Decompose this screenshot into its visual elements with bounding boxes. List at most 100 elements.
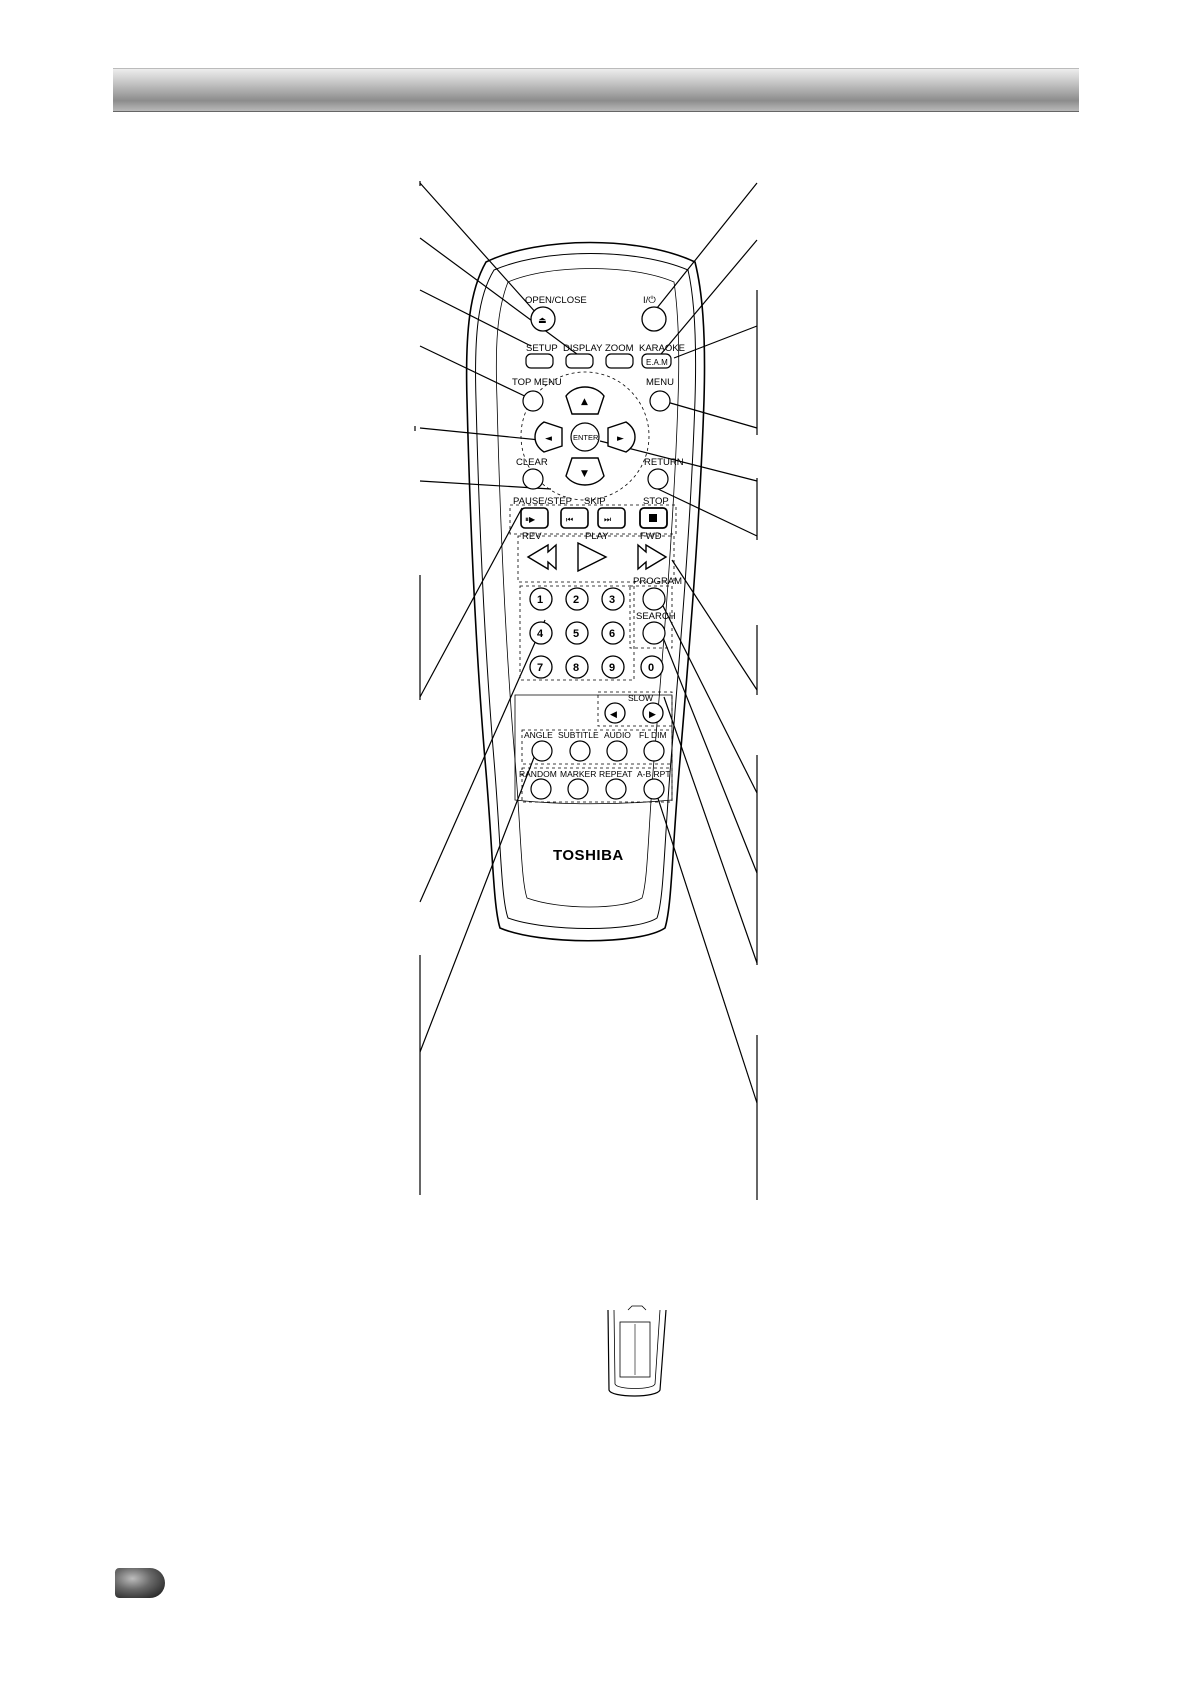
ab-rpt-button[interactable] — [643, 778, 665, 800]
fwd-label: FWD — [640, 531, 662, 542]
right-arrow-button[interactable] — [607, 421, 636, 453]
ab-rpt-label: A-B RPT — [637, 769, 671, 779]
repeat-label: REPEAT — [599, 769, 632, 779]
number-pad: 1 2 3 4 5 6 7 8 9 0 — [529, 587, 664, 679]
menu-button[interactable] — [649, 390, 671, 412]
section-header-bar — [113, 68, 1079, 112]
pause-step-label: PAUSE/STEP — [513, 496, 572, 507]
digit-1-label: 1 — [537, 594, 543, 606]
zoom-button[interactable] — [605, 353, 634, 369]
right-arrow-icon: ► — [617, 434, 624, 444]
brand-logo: TOSHIBA — [553, 847, 624, 864]
pause-step-icon: ⏸▶ — [525, 515, 536, 524]
program-button[interactable] — [642, 587, 666, 611]
marker-button[interactable] — [567, 778, 589, 800]
eam-label: E.A.M — [646, 358, 668, 367]
subtitle-label: SUBTITLE — [558, 730, 599, 740]
slow-forward-button[interactable] — [642, 702, 664, 724]
clear-label: CLEAR — [516, 457, 548, 468]
fl-dim-button[interactable] — [643, 740, 665, 762]
skip-forward-icon: ⏭ — [604, 515, 611, 524]
digit-6-label: 6 — [609, 628, 615, 640]
skip-label: SKIP — [584, 496, 606, 507]
remote-body-inner — [475, 253, 697, 929]
audio-label: AUDIO — [604, 730, 631, 740]
search-button[interactable] — [642, 621, 666, 645]
top-menu-button[interactable] — [522, 390, 544, 412]
marker-label: MARKER — [560, 769, 596, 779]
digit-5-button[interactable] — [565, 621, 589, 645]
remote-face-panel — [495, 268, 680, 908]
pause-step-button[interactable] — [520, 507, 549, 529]
audio-button[interactable] — [606, 740, 628, 762]
menu-label: MENU — [646, 377, 674, 388]
skip-forward-button[interactable] — [597, 507, 626, 529]
program-label: PROGRAM — [633, 576, 682, 587]
down-arrow-icon: ▼ — [581, 469, 588, 479]
enter-button[interactable] — [570, 422, 600, 452]
remote-body-outer — [465, 241, 706, 942]
digit-3-label: 3 — [609, 594, 615, 606]
setup-button[interactable] — [525, 353, 554, 369]
skip-back-button[interactable] — [560, 507, 589, 529]
random-label: RANDOM — [519, 769, 557, 779]
down-arrow-button[interactable] — [565, 457, 605, 486]
rev-button[interactable] — [526, 543, 557, 571]
setup-label: SETUP — [526, 343, 558, 354]
slow-forward-icon: ▶ — [649, 710, 656, 720]
digit-9-button[interactable] — [601, 655, 625, 679]
digit-7-label: 7 — [537, 662, 543, 674]
skip-back-icon: ⏮ — [566, 515, 573, 524]
battery-compartment-illustration — [607, 1305, 667, 1397]
fwd-button[interactable] — [637, 543, 668, 571]
digit-2-button[interactable] — [565, 587, 589, 611]
play-label: PLAY — [585, 531, 609, 542]
random-button[interactable] — [530, 778, 552, 800]
up-arrow-button[interactable] — [565, 386, 605, 415]
play-button[interactable] — [577, 541, 608, 573]
power-button[interactable] — [641, 306, 667, 332]
digit-4-label: 4 — [537, 628, 544, 640]
rev-label: REV — [522, 531, 542, 542]
eam-button[interactable] — [641, 353, 672, 369]
digit-8-button[interactable] — [565, 655, 589, 679]
digit-0-label: 0 — [648, 662, 654, 674]
digit-6-button[interactable] — [601, 621, 625, 645]
angle-button[interactable] — [531, 740, 553, 762]
return-label: RETURN — [644, 457, 684, 468]
zoom-label: ZOOM — [605, 343, 634, 354]
karaoke-label: KARAOKE — [639, 343, 685, 354]
digit-0-button[interactable] — [640, 655, 664, 679]
open-close-button[interactable] — [530, 306, 556, 332]
digit-9-label: 9 — [609, 662, 615, 674]
left-arrow-button[interactable] — [534, 421, 563, 453]
stop-label: STOP — [643, 496, 669, 507]
digit-7-button[interactable] — [529, 655, 553, 679]
digit-5-label: 5 — [573, 628, 579, 640]
digit-8-label: 8 — [573, 662, 579, 674]
digit-4-button[interactable] — [529, 621, 553, 645]
angle-label: ANGLE — [524, 730, 553, 740]
digit-2-label: 2 — [573, 594, 579, 606]
return-button[interactable] — [647, 468, 669, 490]
fl-dim-label: FL DIM — [639, 730, 667, 740]
subtitle-button[interactable] — [569, 740, 591, 762]
open-close-label: OPEN/CLOSE — [525, 295, 587, 306]
up-arrow-icon: ▲ — [581, 397, 588, 407]
stop-icon — [649, 514, 657, 522]
page-number-tab — [115, 1568, 165, 1598]
repeat-button[interactable] — [605, 778, 627, 800]
digit-1-button[interactable] — [529, 587, 553, 611]
digit-3-button[interactable] — [601, 587, 625, 611]
slow-label: SLOW — [628, 693, 653, 703]
search-label: SEARCH — [636, 611, 676, 622]
slow-reverse-icon: ◀ — [610, 710, 617, 720]
slow-reverse-button[interactable] — [604, 702, 626, 724]
left-arrow-icon: ◄ — [545, 434, 552, 444]
top-menu-label: TOP MENU — [512, 377, 562, 388]
clear-button[interactable] — [522, 468, 544, 490]
power-label: I/⏻ — [643, 295, 656, 306]
display-label: DISPLAY — [563, 343, 603, 354]
display-button[interactable] — [565, 353, 594, 369]
